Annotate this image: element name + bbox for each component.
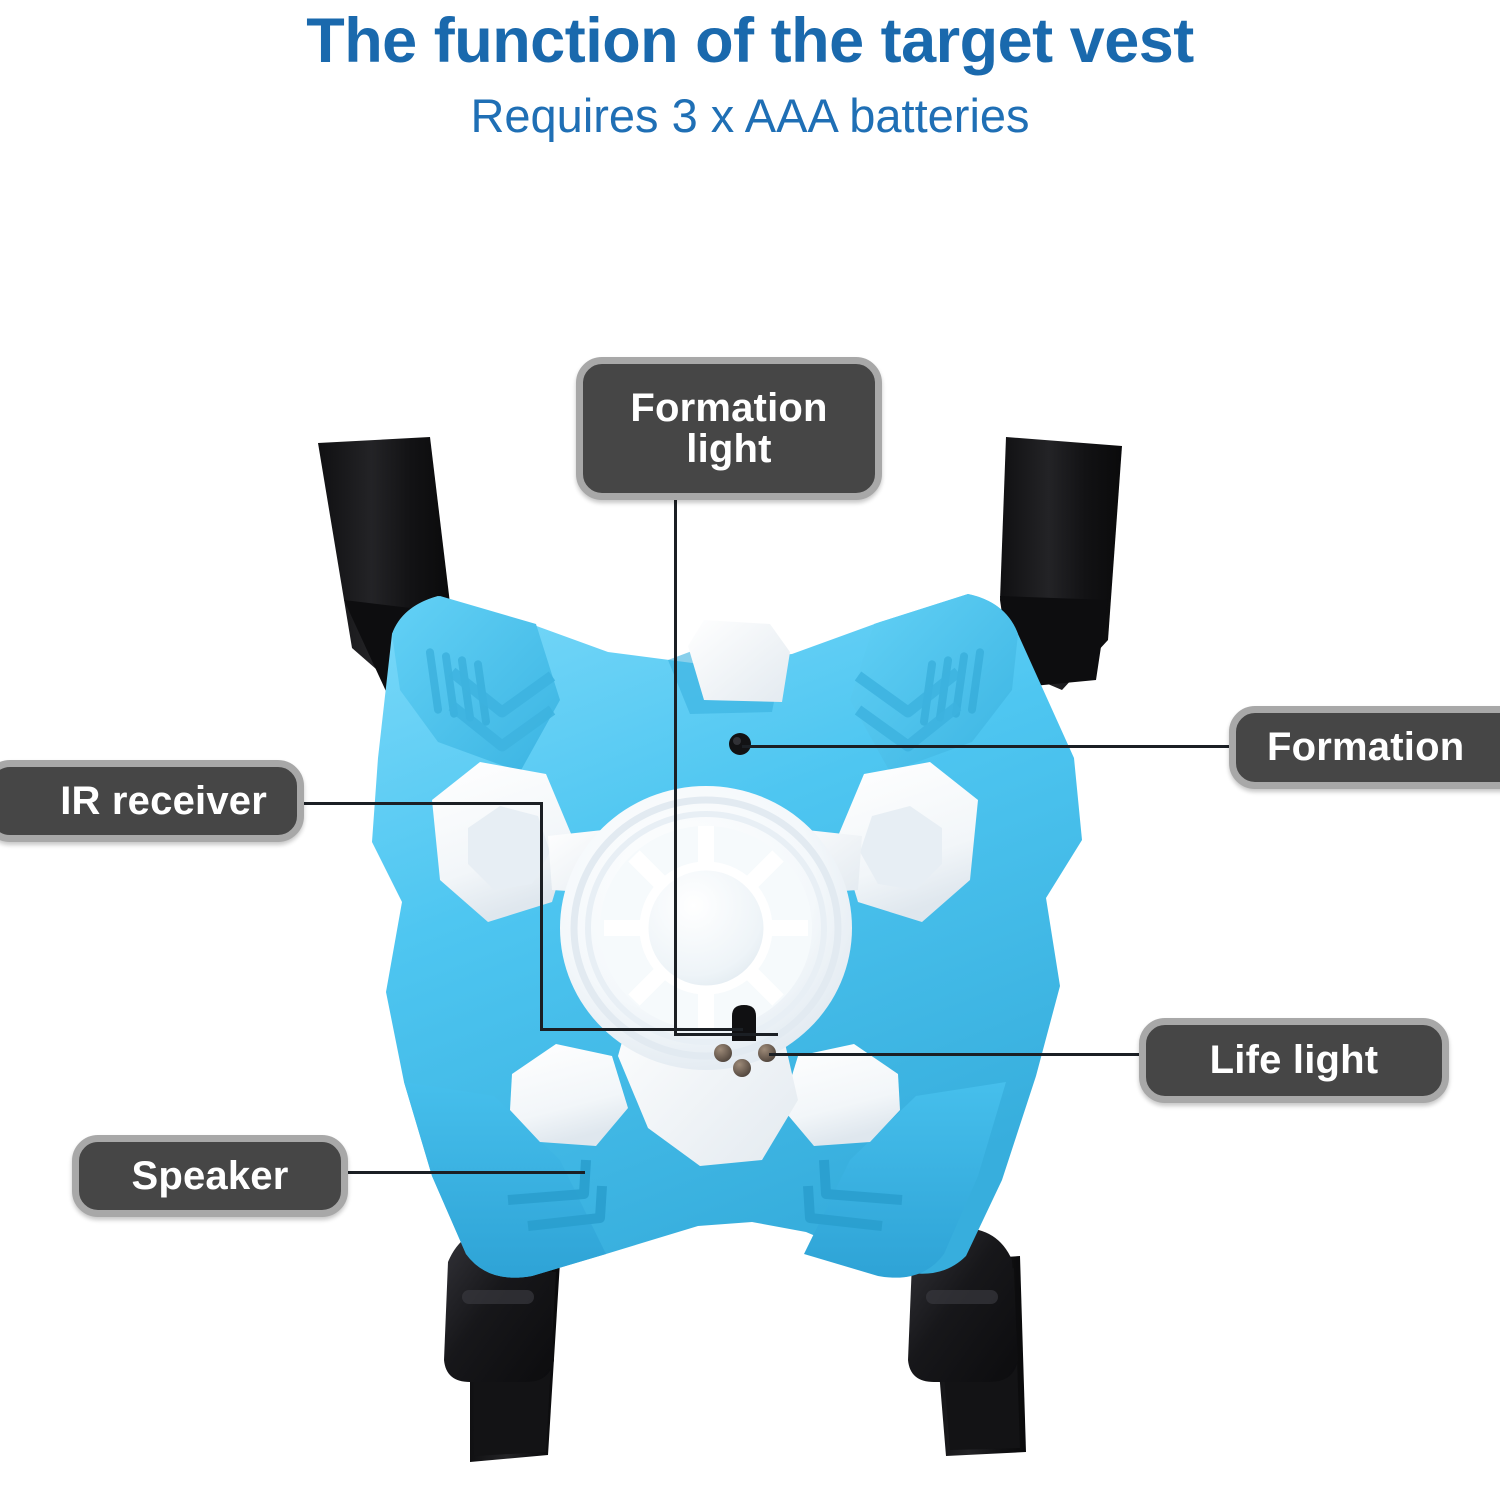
life-led-left [714,1044,732,1062]
formation-button [729,733,751,755]
callout-formation-light-line2: light [686,426,772,471]
life-led-right [758,1044,776,1062]
leader-line-ir-receiver-h2 [540,1028,743,1031]
callout-speaker-label: Speaker [131,1153,289,1198]
right-hex-panel [838,762,978,922]
callout-life-light: Life light [1139,1018,1449,1103]
center-module [560,786,852,1070]
callout-formation: Formation [1229,706,1500,789]
leader-line-life-light [769,1053,1141,1056]
callout-formation-label: Formation [1267,725,1465,770]
callout-ir-receiver: IR receiver [0,760,304,842]
callout-ir-receiver-label: IR receiver [60,778,267,823]
callout-formation-light-line1: Formation [630,385,828,430]
leader-line-speaker [345,1171,585,1174]
leader-line-ir-receiver-h1 [300,802,543,805]
top-white-panel [688,620,790,702]
speaker-grille [507,1159,607,1231]
callout-formation-light: Formation light [576,357,882,500]
page-title: The function of the target vest [306,6,1194,76]
ir-sensor [732,1005,756,1041]
life-led-mid [733,1059,751,1077]
leader-line-ir-receiver-v [540,802,543,1031]
bottom-right-hex-panel [782,1044,900,1146]
leader-line-formation [742,745,1232,748]
bottom-left-hex-panel [510,1044,628,1146]
header: The function of the target vest Requires… [0,0,1500,142]
life-leds [714,1044,776,1077]
page-subtitle: Requires 3 x AAA batteries [470,89,1030,143]
leader-line-formation-light-h [674,1033,778,1036]
callout-life-light-label: Life light [1209,1038,1379,1083]
leader-line-formation-light-v [674,497,677,1036]
callout-speaker: Speaker [72,1135,348,1217]
